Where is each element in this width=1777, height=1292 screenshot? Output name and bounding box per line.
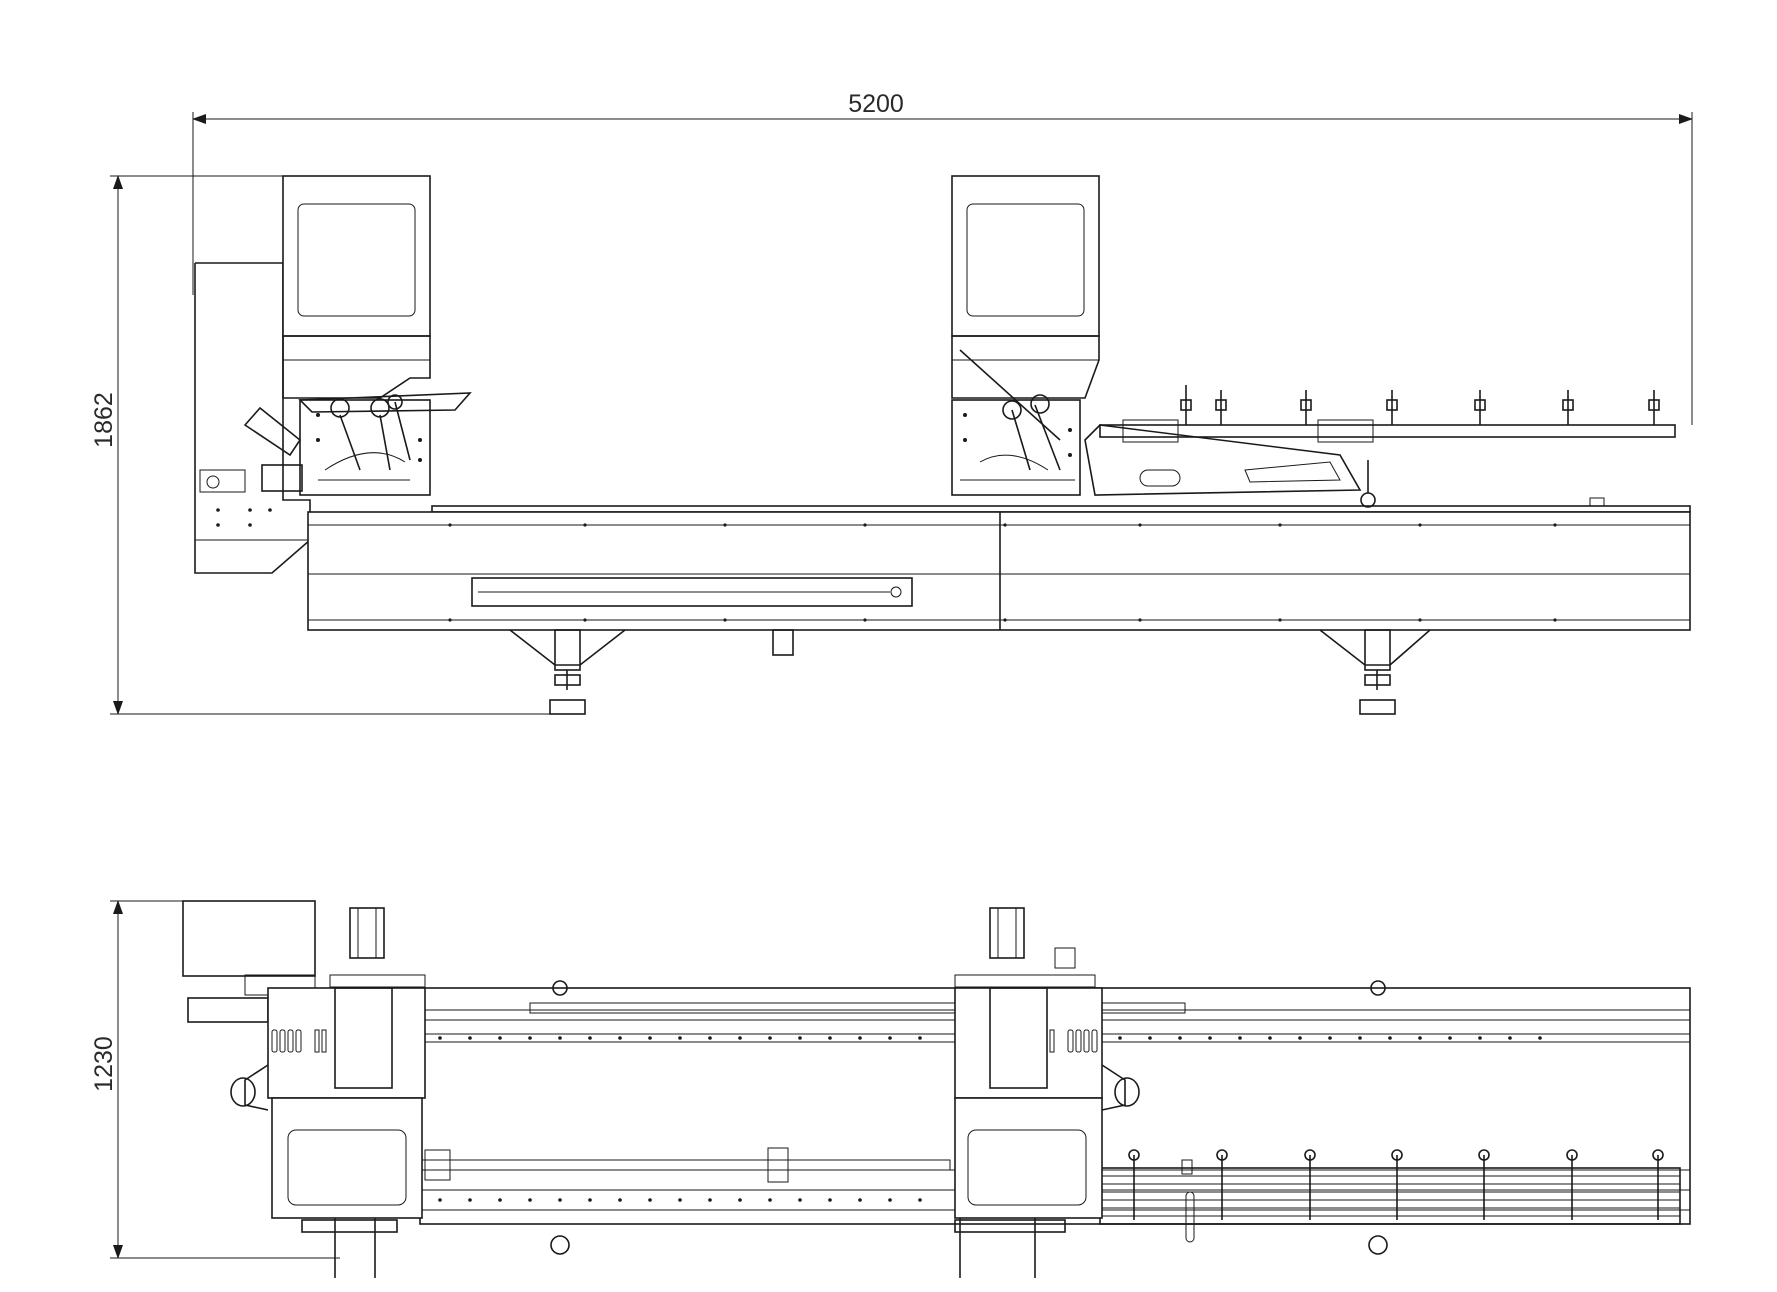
top-view	[182, 900, 1691, 1278]
leg-center	[772, 629, 794, 656]
roller-conveyor-top	[1099, 1149, 1681, 1243]
dimension-height-label: 1862	[90, 392, 118, 448]
front-view	[194, 175, 1691, 715]
right-saw-unit-top	[954, 907, 1140, 1278]
dimension-depth: 1230	[90, 900, 340, 1259]
leg-left	[509, 629, 626, 715]
infeed-support-arm	[1084, 424, 1376, 508]
leg-right	[1319, 629, 1431, 715]
dimension-overall-length: 5200	[192, 90, 1693, 425]
machine-bed-front	[307, 497, 1691, 631]
dimension-height: 1862	[90, 175, 580, 715]
roller-rack-front	[1099, 385, 1676, 443]
left-saw-unit-top	[230, 907, 451, 1278]
left-cutting-head	[243, 175, 472, 496]
dimension-depth-label: 1230	[90, 1036, 118, 1092]
right-cutting-head	[951, 175, 1100, 496]
dimension-length-label: 5200	[848, 90, 904, 118]
